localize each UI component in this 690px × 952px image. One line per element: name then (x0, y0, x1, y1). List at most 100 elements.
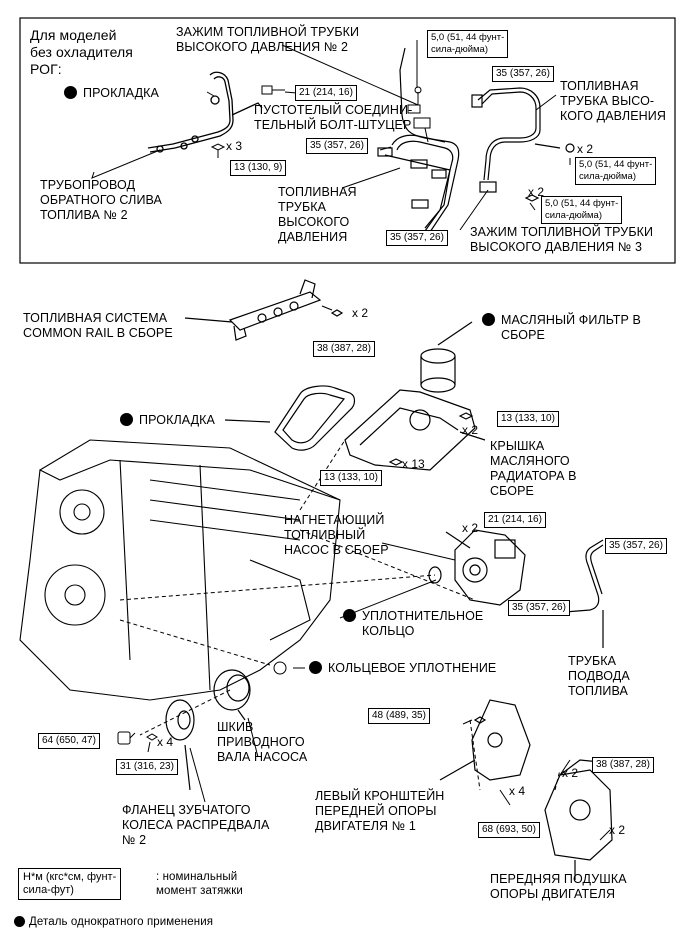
o-ring-label: КОЛЬЦЕВОЕ УПЛОТНЕНИЕ (309, 661, 496, 676)
torque-31-flange: 31 (316, 23) (116, 759, 178, 775)
hp-tube-left-line1: ТОПЛИВНАЯ (278, 185, 357, 199)
hp-tube-right-label: ТОПЛИВНАЯ ТРУБКА ВЫСО- КОГО ДАВЛЕНИЯ (560, 79, 666, 124)
engine-mount-drawing (544, 759, 613, 880)
torque-5-0-c-line1: 5,0 (51, 44 фунт- (545, 198, 619, 209)
hp-tube-left-line4: ДАВЛЕНИЯ (278, 230, 348, 244)
count-x2-top-b: x 2 (528, 185, 545, 199)
legend-unit-desc-line2: момент затяжки (156, 885, 243, 897)
torque-38-mount: 38 (387, 28) (592, 757, 654, 773)
single-use-dot-icon (64, 86, 77, 99)
models-note-line1: Для моделей (30, 27, 117, 43)
pulley-line2: ПРИВОДНОГО (217, 735, 305, 749)
cooler-cover-line3: РАДИАТОРА В (490, 469, 577, 483)
count-x4-flange: x 4 (157, 735, 174, 749)
flange-label: ФЛАНЕЦ ЗУБЧАТОГО КОЛЕСА РАСПРЕДВАЛА № 2 (122, 803, 269, 848)
feed-tube-line1: ТРУБКА (568, 654, 617, 668)
return-pipe-line1: ТРУБОПРОВОД (40, 178, 136, 192)
pump-label: НАГНЕТАЮЩИЙ ТОПЛИВНЫЙ НАСОС В СБОЕР (284, 513, 389, 558)
bolt-13-drawing (210, 143, 226, 158)
torque-38-rail: 38 (387, 28) (313, 341, 375, 357)
common-rail-line2: COMMON RAIL В СБОРЕ (23, 326, 173, 340)
legend-unit-desc-line1: : номинальный (156, 871, 238, 883)
seal-ring-line2: КОЛЬЦО (362, 624, 415, 638)
dashed-guides (119, 439, 561, 791)
gasket-main-label: ПРОКЛАДКА (120, 413, 215, 428)
single-use-dot-icon (14, 916, 25, 927)
return-pipe-line3: ТОПЛИВА № 2 (40, 208, 128, 222)
bracket-label: ЛЕВЫЙ КРОНШТЕЙН ПЕРЕДНЕЙ ОПОРЫ ДВИГАТЕЛЯ… (315, 789, 444, 834)
inset-frame (19, 17, 676, 264)
models-note-line2: без охладителя (30, 44, 133, 60)
single-use-dot-icon (343, 609, 356, 622)
pump-line3: НАСОС В СБОЕР (284, 543, 389, 557)
bracket-line1: ЛЕВЫЙ КРОНШТЕЙН (315, 789, 445, 803)
models-note-line3: РОГ: (30, 61, 62, 77)
hp-tube-left-line2: ТРУБКА (278, 200, 327, 214)
feed-tube-label: ТРУБКА ПОДВОДА ТОПЛИВА (568, 654, 630, 699)
return-pipe-drawing (147, 71, 263, 153)
fuel-pump-drawing (428, 529, 526, 606)
torque-5-0-c-line2: сила-дюйма) (545, 210, 602, 221)
cooler-cover-line2: МАСЛЯНОГО (490, 454, 570, 468)
feed-tube-line3: ТОПЛИВА (568, 684, 628, 698)
return-pipe-line2: ОБРАТНОГО СЛИВА (40, 193, 162, 207)
torque-35-top-b: 35 (357, 26) (306, 138, 368, 154)
legend-unit-desc: : номинальный момент затяжки (156, 870, 243, 898)
oil-filter-line1: МАСЛЯНЫЙ ФИЛЬТР В (482, 313, 641, 328)
oil-filter-line2: СБОРЕ (501, 328, 545, 342)
torque-5-0-b-line2: сила-дюйма) (579, 171, 636, 182)
flange-bolts-drawing (117, 731, 158, 745)
single-use-dot-icon (309, 661, 322, 674)
flange-line1: ФЛАНЕЦ ЗУБЧАТОГО (122, 803, 251, 817)
count-x2-mount-b: x 2 (609, 823, 626, 837)
hp-tube-left-label: ТОПЛИВНАЯ ТРУБКА ВЫСОКОГО ДАВЛЕНИЯ (278, 185, 357, 245)
clamp3-label: ЗАЖИМ ТОПЛИВНОЙ ТРУБКИ ВЫСОКОГО ДАВЛЕНИЯ… (470, 225, 653, 255)
torque-5-0-b: 5,0 (51, 44 фунт- сила-дюйма) (575, 157, 657, 185)
torque-21-pump: 21 (214, 16) (484, 512, 546, 528)
hollow-bolt-line1: ПУСТОТЕЛЫЙ СОЕДИНИ- (254, 103, 413, 117)
count-x2-mount-a: x 2 (562, 766, 579, 780)
clamp3-line1: ЗАЖИМ ТОПЛИВНОЙ ТРУБКИ (470, 225, 654, 239)
torque-5-0-a-line1: 5,0 (51, 44 фунт- (431, 32, 505, 43)
cooler-cover-line1: КРЫШКА (490, 439, 545, 453)
main-leaders (129, 542, 611, 841)
hollow-bolt-line2: ТЕЛЬНЫЙ БОЛТ-ШТУЦЕР (254, 118, 412, 132)
o-ring-drawing (273, 661, 287, 675)
cooler-cover-label: КРЫШКА МАСЛЯНОГО РАДИАТОРА В СБОРЕ (490, 439, 577, 499)
count-x2-top-a: x 2 (577, 142, 594, 156)
torque-35-feed-a: 35 (357, 26) (605, 538, 667, 554)
torque-13-top: 13 (130, 9) (230, 160, 287, 176)
top-leaders (91, 40, 571, 237)
hp-tube-right-line1: ТОПЛИВНАЯ (560, 79, 639, 93)
engine-block-drawing (19, 439, 341, 701)
pulley-label: ШКИВ ПРИВОДНОГО ВАЛА НАСОСА (217, 720, 307, 765)
torque-21-top: 21 (214, 16) (295, 85, 357, 101)
clamp2-line2: ВЫСОКОГО ДАВЛЕНИЯ № 2 (176, 40, 348, 54)
count-x4-bracket: x 4 (509, 784, 526, 798)
bracket-line2: ПЕРЕДНЕЙ ОПОРЫ (315, 804, 437, 818)
seal-ring-line1: УПЛОТНИТЕЛЬНОЕ (343, 609, 483, 624)
pump-line2: ТОПЛИВНЫЙ (284, 528, 366, 542)
mount-line2: ОПОРЫ ДВИГАТЕЛЯ (490, 887, 616, 901)
o-ring-text: КОЛЬЦЕВОЕ УПЛОТНЕНИЕ (328, 661, 497, 675)
count-x13-cover: x 13 (402, 457, 425, 471)
single-use-dot-icon (482, 313, 495, 326)
mount-label: ПЕРЕДНЯЯ ПОДУШКА ОПОРЫ ДВИГАТЕЛЯ (490, 872, 627, 902)
cooler-cover-line4: СБОРЕ (490, 484, 534, 498)
hp-tubes-left-drawing (377, 47, 460, 239)
hp-tube-right-drawing (471, 87, 575, 202)
common-rail-label: ТОПЛИВНАЯ СИСТЕМА COMMON RAIL В СБОРЕ (23, 311, 173, 341)
gasket-main-text: ПРОКЛАДКА (139, 413, 215, 427)
bracket-line3: ДВИГАТЕЛЯ № 1 (315, 819, 416, 833)
mount-line1: ПЕРЕДНЯЯ ПОДУШКА (490, 872, 627, 886)
common-rail-drawing (184, 279, 344, 341)
flange-line3: № 2 (122, 833, 147, 847)
torque-35-top-c: 35 (357, 26) (386, 230, 448, 246)
torque-5-0-b-line1: 5,0 (51, 44 фунт- (579, 159, 653, 170)
count-x2-cover: x 2 (462, 423, 479, 437)
single-use-dot-icon (120, 413, 133, 426)
torque-35-top-a: 35 (357, 26) (492, 66, 554, 82)
pulley-drawing (213, 669, 251, 721)
torque-13-cover-b: 13 (133, 10) (320, 470, 382, 486)
